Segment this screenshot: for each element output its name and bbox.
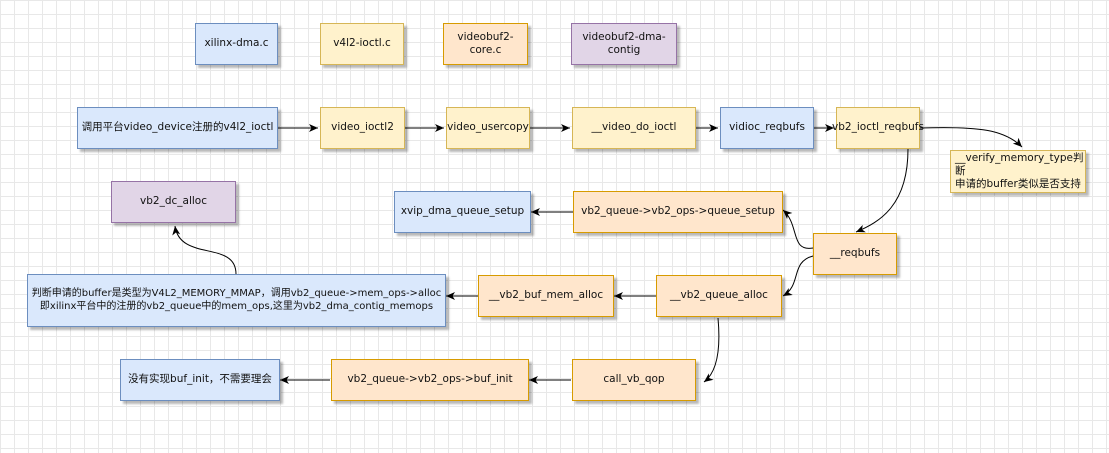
node-call-vb-qop-label: call_vb_qop: [603, 373, 665, 386]
legend-xilinx-dma: xilinx-dma.c: [195, 23, 278, 65]
node-video-ioctl2: video_ioctl2: [320, 107, 405, 149]
node-call-v4l2-ioctl-label: 调用平台video_device注册的v4l2_ioctl: [81, 121, 274, 134]
node-no-buf-init: 没有实现buf_init，不需要理会: [120, 359, 280, 401]
legend-v4l2-ioctl-label: v4l2-ioctl.c: [333, 37, 391, 50]
node-vb2-dc-alloc-label: vb2_dc_alloc: [140, 195, 207, 208]
legend-videobuf2-core: videobuf2-core.c: [443, 23, 528, 65]
edge-note-to-vb2-dc-alloc: [172, 225, 237, 275]
node-mem-alloc-note-label: 判断申请的buffer是类型为V4L2_MEMORY_MMAP，调用vb2_qu…: [31, 288, 442, 312]
node-vidioc-reqbufs-label: vidioc_reqbufs: [729, 121, 805, 134]
node-verify-memory-type: __verify_memory_type判断 申请的buffer类似是否支持: [950, 150, 1086, 193]
node-mem-alloc-note: 判断申请的buffer是类型为V4L2_MEMORY_MMAP，调用vb2_qu…: [27, 274, 446, 327]
node-no-buf-init-label: 没有实现buf_init，不需要理会: [128, 373, 272, 386]
edge-reqbufs-to-queue-alloc: [782, 255, 814, 297]
node-verify-memory-type-label: __verify_memory_type判断 申请的buffer类似是否支持: [955, 151, 1084, 191]
node-vb2-queue-alloc: __vb2_queue_alloc: [656, 275, 782, 317]
node-video-do-ioctl: __video_do_ioctl: [572, 107, 696, 149]
edge-queue-alloc-to-call-vb-qop: [703, 317, 720, 383]
legend-xilinx-dma-label: xilinx-dma.c: [204, 37, 269, 50]
node-vb2-buf-mem-alloc: __vb2_buf_mem_alloc: [478, 275, 614, 317]
node-buf-init-ops: vb2_queue->vb2_ops->buf_init: [331, 359, 529, 401]
legend-videobuf2-dma-contig-label: videobuf2-dma-contig: [582, 30, 666, 56]
node-reqbufs: __reqbufs: [813, 233, 897, 275]
node-call-vb-qop: call_vb_qop: [572, 359, 696, 401]
node-vb2-ioctl-reqbufs: vb2_ioctl_reqbufs: [832, 107, 924, 149]
edge-vb2-ioctl-reqbufs-to-reqbufs: [855, 148, 909, 233]
edge-vb2-ioctl-reqbufs-to-verify: [919, 127, 1023, 148]
node-xvip-dma-queue-setup: xvip_dma_queue_setup: [394, 191, 531, 233]
node-vb2-buf-mem-alloc-label: __vb2_buf_mem_alloc: [488, 289, 604, 302]
legend-videobuf2-dma-contig: videobuf2-dma-contig: [571, 23, 677, 65]
node-video-usercopy-label: video_usercopy: [447, 121, 529, 134]
node-queue-setup-ops: vb2_queue->vb2_ops->queue_setup: [573, 191, 783, 233]
node-video-ioctl2-label: video_ioctl2: [331, 121, 394, 134]
node-call-v4l2-ioctl: 调用平台video_device注册的v4l2_ioctl: [77, 107, 278, 149]
node-vb2-queue-alloc-label: __vb2_queue_alloc: [670, 289, 768, 302]
node-vb2-ioctl-reqbufs-label: vb2_ioctl_reqbufs: [832, 121, 924, 134]
edge-reqbufs-to-queue-setup: [782, 209, 814, 249]
node-video-do-ioctl-label: __video_do_ioctl: [591, 121, 677, 134]
node-vb2-dc-alloc: vb2_dc_alloc: [111, 181, 236, 223]
legend-v4l2-ioctl: v4l2-ioctl.c: [320, 23, 404, 65]
node-reqbufs-label: __reqbufs: [829, 247, 881, 260]
node-vidioc-reqbufs: vidioc_reqbufs: [720, 107, 814, 149]
node-xvip-dma-queue-setup-label: xvip_dma_queue_setup: [400, 205, 525, 218]
node-buf-init-ops-label: vb2_queue->vb2_ops->buf_init: [347, 373, 513, 386]
node-video-usercopy: video_usercopy: [446, 107, 530, 149]
legend-videobuf2-core-label: videobuf2-core.c: [457, 30, 514, 56]
node-queue-setup-ops-label: vb2_queue->vb2_ops->queue_setup: [581, 205, 775, 218]
